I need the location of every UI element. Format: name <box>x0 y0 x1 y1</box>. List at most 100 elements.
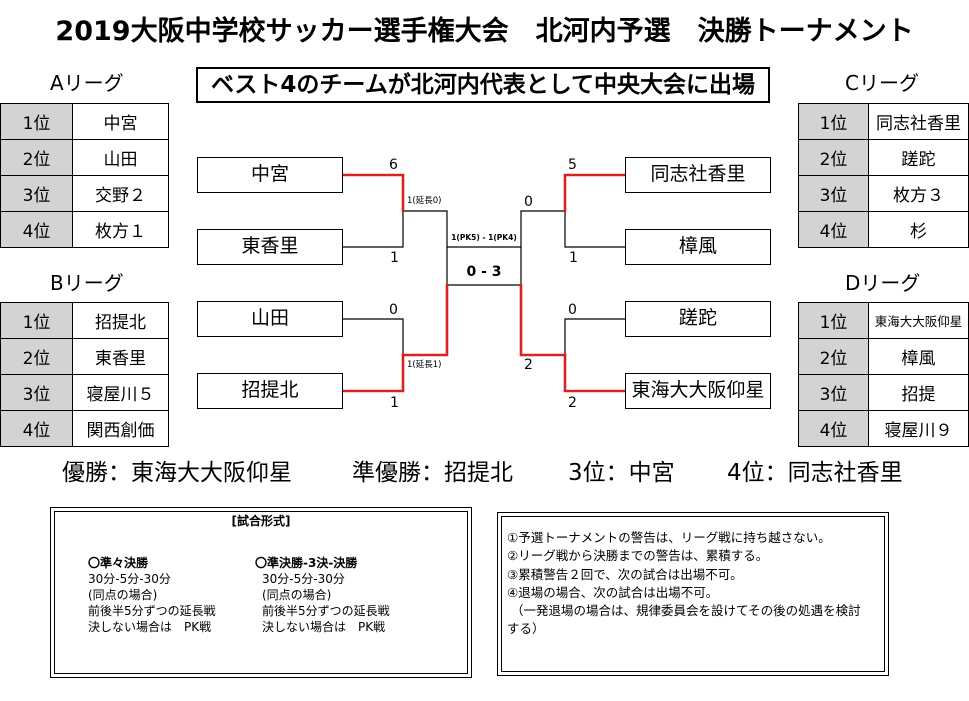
format-line: (同点の場合) <box>262 588 332 602</box>
rank-cell: 2位 <box>0 338 73 375</box>
quarterfinal-title: 〇準々決勝 <box>88 556 149 570</box>
standings-row: 4位関西創価 <box>0 410 169 447</box>
bracket-team-right-1: 同志社香里 <box>625 157 771 193</box>
score-left-2: 1 <box>390 250 399 266</box>
standings-row: 3位寝屋川５ <box>0 374 169 411</box>
rank-cell: 3位 <box>0 175 73 212</box>
format-line: (同点の場合) <box>88 588 158 602</box>
rule-line: する） <box>507 621 545 637</box>
format-line: 30分-5分-30分 <box>88 572 171 586</box>
rank-cell: 1位 <box>798 302 869 339</box>
bracket-team-left-1: 中宮 <box>197 157 343 193</box>
semi-score-left-bottom: 1(延長1) <box>407 360 442 370</box>
rule-line: ①予選トーナメントの警告は、リーグ戦に持ち越さない。 <box>507 530 831 545</box>
bracket-team-left-4: 招提北 <box>197 373 343 409</box>
standings-row: 4位枚方１ <box>0 211 169 248</box>
rank-cell: 3位 <box>0 374 73 411</box>
bracket-team-right-3: 蹉跎 <box>625 301 771 337</box>
league-b-label: Bリーグ <box>50 271 124 295</box>
rank-cell: 2位 <box>798 139 869 176</box>
rank-cell: 1位 <box>0 103 73 140</box>
rank-cell: 4位 <box>798 410 869 447</box>
format-line: 前後半5分ずつの延長戦 <box>88 604 216 618</box>
result-third: 3位：中宮 <box>568 460 675 486</box>
rank-cell: 2位 <box>0 139 73 176</box>
rule-line: ④退場の場合、次の試合は出場不可。 <box>507 584 719 600</box>
team-cell: 関西創価 <box>72 410 169 447</box>
format-line: 30分-5分-30分 <box>262 572 345 586</box>
team-cell: 杉 <box>868 211 969 248</box>
bracket-line-right-semi-bottom <box>519 283 567 357</box>
format-line: 決しない場合は PK戦 <box>262 620 386 634</box>
standings-row: 4位寝屋川９ <box>798 410 969 447</box>
team-cell: 山田 <box>72 139 169 176</box>
score-left-1: 6 <box>389 157 398 173</box>
standings-row: 2位蹉跎 <box>798 139 969 176</box>
score-right-1: 5 <box>568 157 577 173</box>
team-cell: 樟風 <box>868 338 969 375</box>
semi-score-right-top: 0 <box>524 194 533 210</box>
score-right-3: 0 <box>568 302 577 318</box>
standings-row: 2位東香里 <box>0 338 169 375</box>
league-d-table: 1位東海大大阪仰星 2位樟風 3位招提 4位寝屋川９ <box>798 302 969 447</box>
rank-cell: 3位 <box>798 374 869 411</box>
team-cell: 招提北 <box>72 302 169 339</box>
page-title: 2019大阪中学校サッカー選手権大会 北河内予選 決勝トーナメント <box>55 16 914 47</box>
league-c-label: Cリーグ <box>845 71 919 95</box>
rule-line: （一発退場の場合は、規律委員会を設けてその後の処遇を検討 <box>511 603 861 619</box>
league-d-label: Dリーグ <box>845 271 921 295</box>
semifinal-final-title: 〇準決勝-3決-決勝 <box>255 556 358 570</box>
result-champion: 優勝：東海大大阪仰星 <box>62 460 292 486</box>
rule-line: ②リーグ戦から決勝までの警告は、累積する。 <box>507 548 769 564</box>
result-fourth: 4位：同志社香里 <box>727 460 903 486</box>
team-cell: 寝屋川９ <box>868 410 969 447</box>
standings-row: 2位樟風 <box>798 338 969 375</box>
final-score: 0 - 3 <box>466 264 502 280</box>
team-cell: 同志社香里 <box>868 103 969 140</box>
score-left-3: 0 <box>389 302 398 318</box>
team-cell: 招提 <box>868 374 969 411</box>
standings-row: 1位東海大大阪仰星 <box>798 302 969 339</box>
standings-row: 3位枚方３ <box>798 175 969 212</box>
league-c-table: 1位同志社香里 2位蹉跎 3位枚方３ 4位杉 <box>798 103 969 248</box>
team-cell: 交野２ <box>72 175 169 212</box>
rules-list: ①予選トーナメントの警告は、リーグ戦に持ち越さない。 ②リーグ戦から決勝までの警… <box>507 529 861 639</box>
bracket-team-right-2: 樟風 <box>625 229 771 265</box>
bracket-line-left-4 <box>341 353 405 393</box>
bracket-line-right-3 <box>564 318 626 356</box>
rank-cell: 1位 <box>0 302 73 339</box>
standings-row: 3位招提 <box>798 374 969 411</box>
team-cell: 中宮 <box>72 103 169 140</box>
rank-cell: 4位 <box>0 410 73 447</box>
team-cell: 蹉跎 <box>868 139 969 176</box>
bracket-line-left-semi-bottom <box>401 283 449 357</box>
result-runner-up: 準優勝：招提北 <box>352 460 513 486</box>
bracket-line-left-semi-top <box>402 210 448 248</box>
rule-line: ③累積警告２回で、次の試合は出場不可。 <box>507 566 743 582</box>
format-line: 決しない場合は PK戦 <box>88 620 212 634</box>
semi-score-left-top: 1(延長0) <box>407 196 442 206</box>
bracket-line-right-4 <box>563 353 627 393</box>
standings-row: 1位招提北 <box>0 302 169 339</box>
standings-row: 1位同志社香里 <box>798 103 969 140</box>
standings-row: 4位杉 <box>798 211 969 248</box>
semifinal-final-format: 〇準決勝-3決-決勝 30分-5分-30分 (同点の場合) 前後半5分ずつの延長… <box>255 555 390 635</box>
rank-cell: 2位 <box>798 338 869 375</box>
format-line: 前後半5分ずつの延長戦 <box>262 604 390 618</box>
third-place-score: 1(PK5) - 1(PK4) <box>451 233 517 242</box>
rank-cell: 1位 <box>798 103 869 140</box>
rank-cell: 4位 <box>798 211 869 248</box>
standings-row: 1位中宮 <box>0 103 169 140</box>
team-cell: 東香里 <box>72 338 169 375</box>
quarterfinal-format: 〇準々決勝 30分-5分-30分 (同点の場合) 前後半5分ずつの延長戦 決しな… <box>88 555 216 635</box>
league-a-table: 1位中宮 2位山田 3位交野２ 4位枚方１ <box>0 103 169 248</box>
rank-cell: 3位 <box>798 175 869 212</box>
league-b-table: 1位招提北 2位東香里 3位寝屋川５ 4位関西創価 <box>0 302 169 447</box>
qualification-notice: ベスト4のチームが北河内代表として中央大会に出場 <box>196 67 770 103</box>
bracket-line-right-1 <box>563 173 627 213</box>
bracket-line-left-2 <box>342 210 404 248</box>
bracket-line-left-3 <box>342 318 404 356</box>
score-right-4: 2 <box>568 395 577 411</box>
bracket-line-right-2 <box>564 210 626 248</box>
